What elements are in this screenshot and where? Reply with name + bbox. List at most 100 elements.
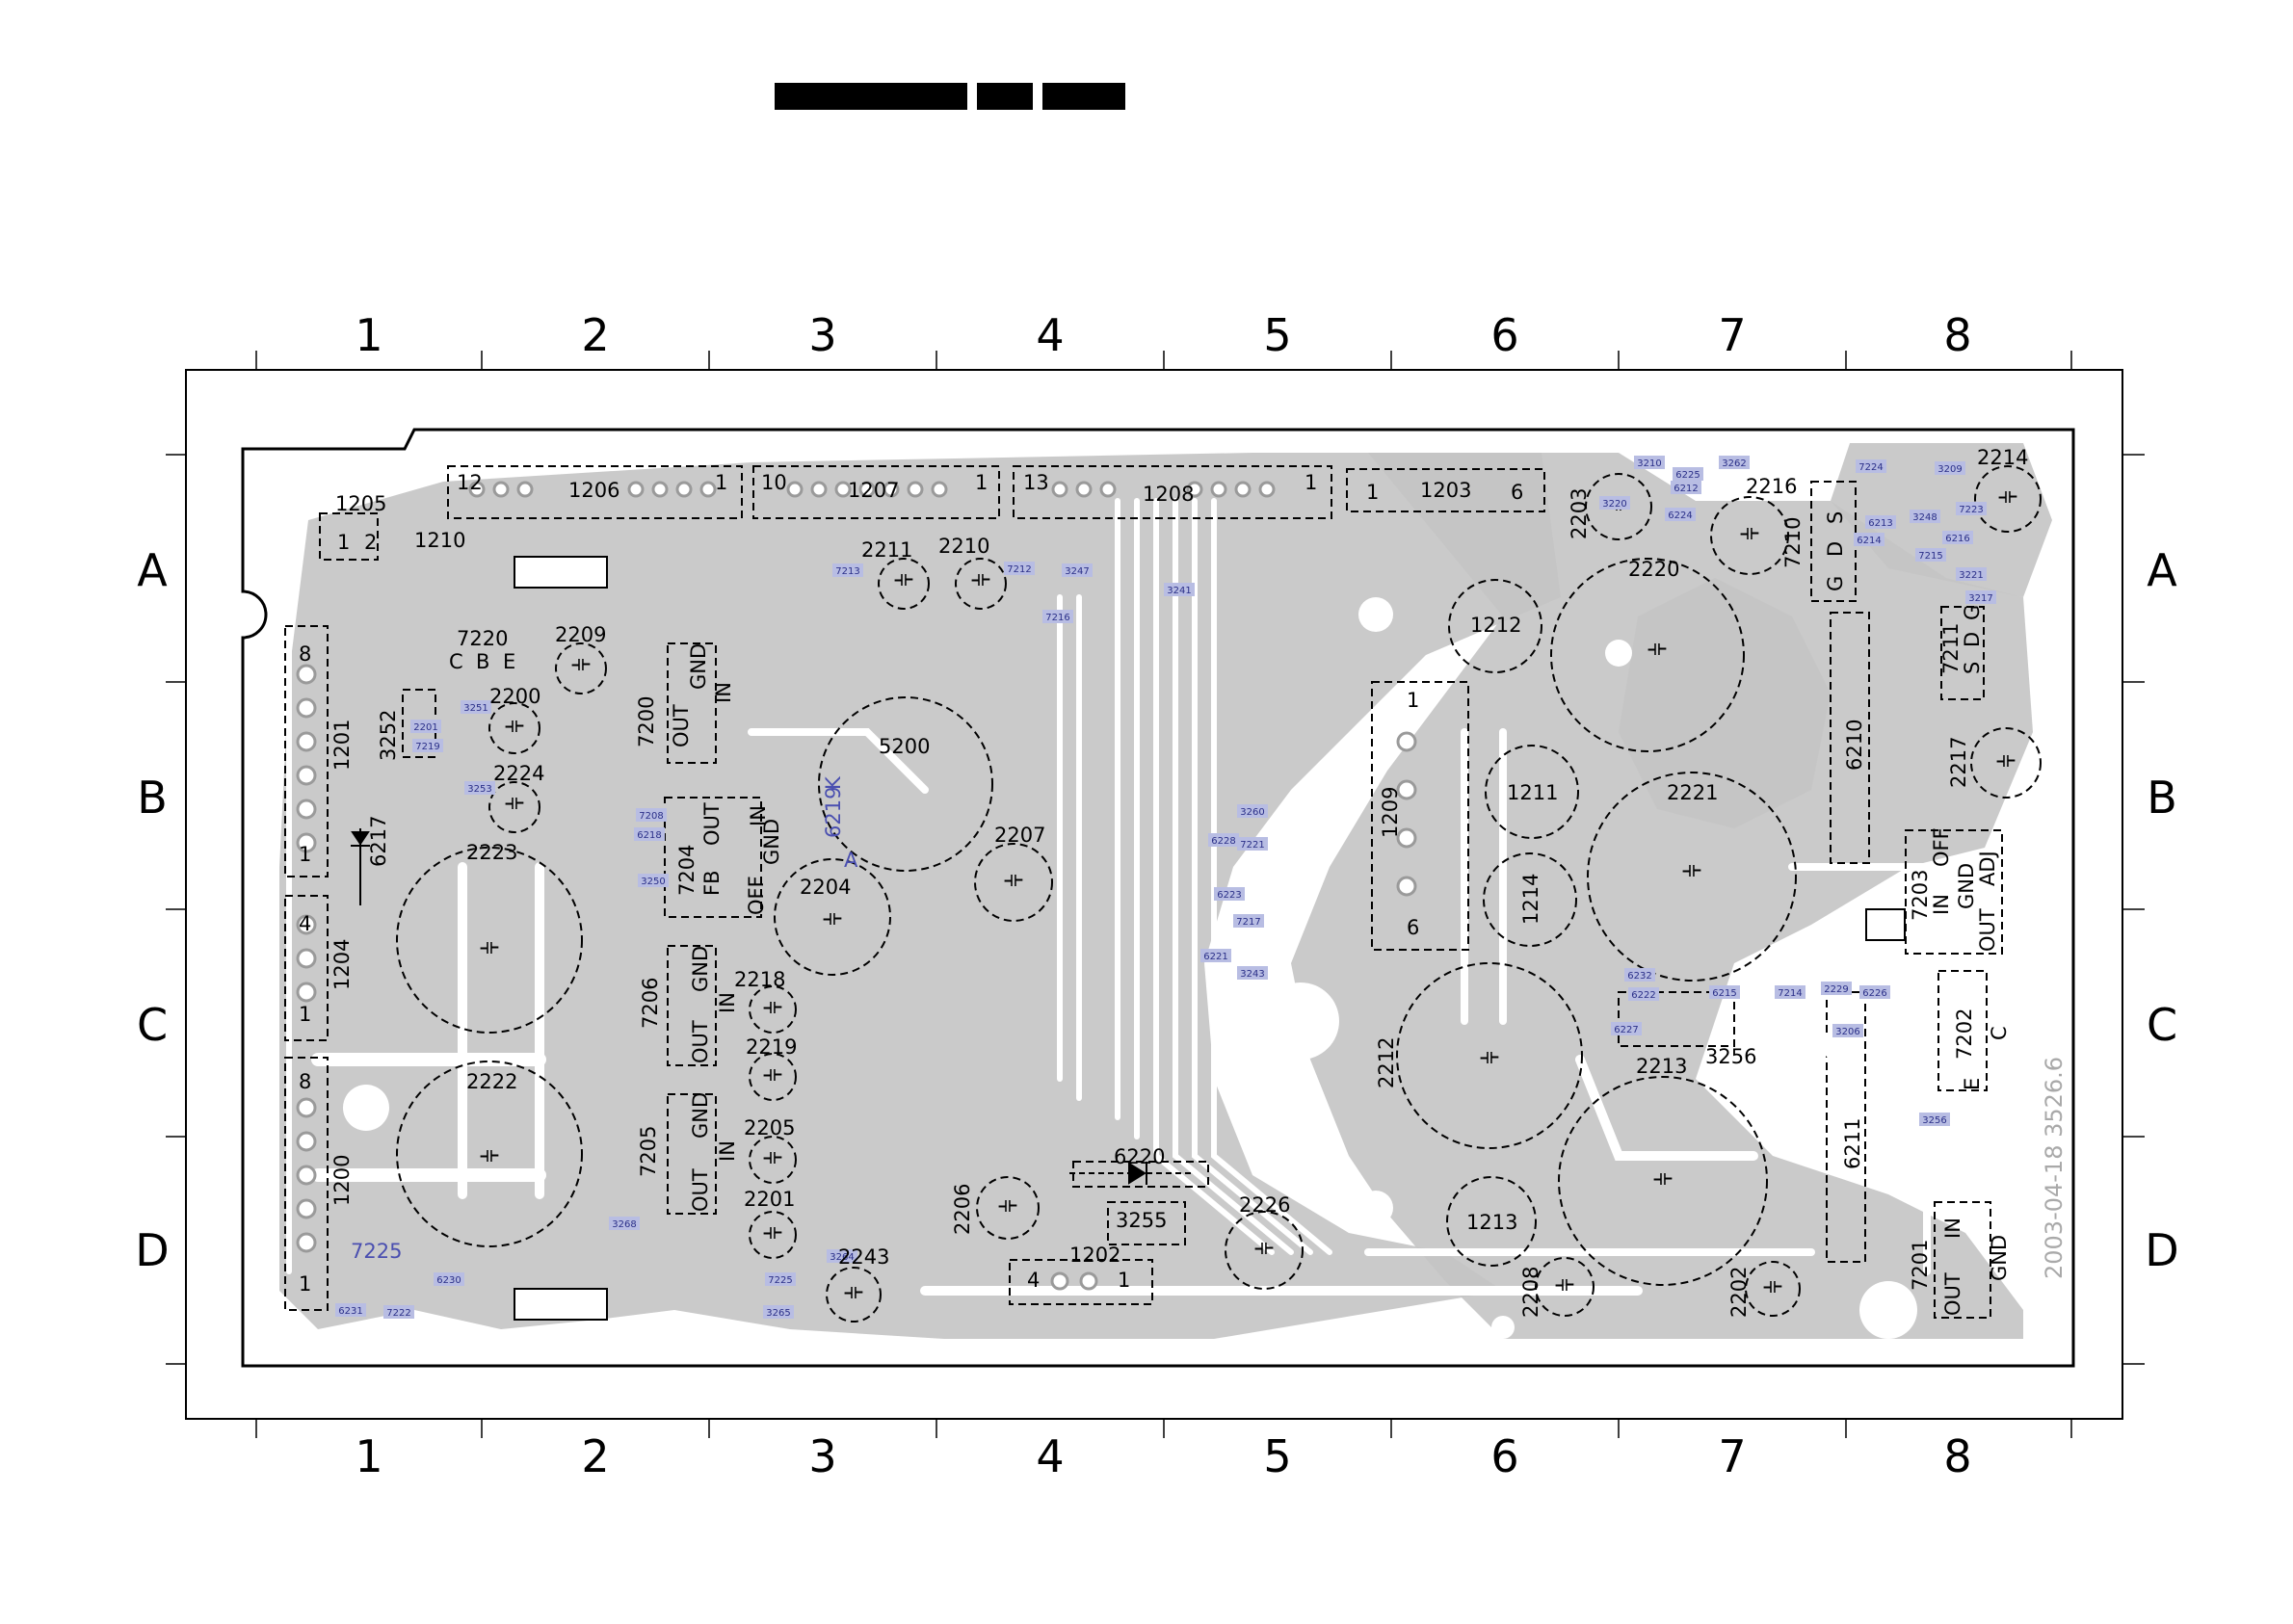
label-1202: 1202: [1069, 1244, 1120, 1267]
smd-part: 3220: [1599, 496, 1630, 510]
label-7211: 7211: [1939, 623, 1963, 674]
svg-text:6231: 6231: [338, 1306, 362, 1317]
svg-text:7222: 7222: [386, 1308, 410, 1319]
pin-label: 2: [364, 531, 377, 554]
label-7204: 7204: [675, 845, 698, 896]
capacitor-polarity-symbol: ⟛: [1647, 637, 1667, 661]
capacitor-polarity-symbol: ⟛: [844, 1280, 863, 1304]
svg-text:GND: GND: [689, 946, 712, 992]
label-6210: 6210: [1843, 720, 1866, 771]
smd-part: 6232: [1624, 968, 1655, 982]
smd-part: 3209: [1935, 461, 1965, 475]
capacitor-labels: 2220 2221 2223 2222 2212 2213 2204 2207 …: [466, 446, 2028, 1318]
svg-text:3209: 3209: [1937, 464, 1962, 475]
label-2208: 2208: [1519, 1267, 1542, 1318]
capacitor-polarity-symbol: ⟛: [1480, 1045, 1499, 1069]
column-label: 8: [1943, 309, 1971, 361]
capacitor-polarity-symbol: ⟛: [763, 1062, 782, 1087]
capacitor-polarity-symbol: ⟛: [505, 791, 524, 815]
pin-label: 1: [1305, 471, 1317, 494]
pin-label: 1: [1118, 1269, 1130, 1292]
label-7225: 7225: [351, 1240, 402, 1263]
label-6211: 6211: [1841, 1118, 1864, 1169]
smd-part: 7221: [1237, 837, 1268, 851]
svg-text:3260: 3260: [1240, 807, 1264, 818]
capacitor-symbols: ⟛⟛⟛⟛⟛⟛⟛⟛⟛⟛⟛⟛⟛⟛⟛⟛⟛⟛⟛⟛⟛⟛⟛⟛⟛⟛: [480, 485, 2017, 1304]
svg-text:GND: GND: [687, 643, 710, 690]
label-7210: 7210: [1781, 517, 1805, 568]
svg-text:GND: GND: [1988, 1235, 2011, 1281]
column-ticks-top: [255, 351, 2072, 1438]
svg-text:6213: 6213: [1868, 518, 1892, 529]
svg-text:7223: 7223: [1959, 505, 1983, 515]
svg-text:D: D: [1824, 541, 1847, 557]
capacitor-polarity-symbol: ⟛: [1004, 868, 1023, 892]
diode-symbols: [351, 828, 1195, 1185]
smd-part: 7216: [1042, 610, 1073, 623]
smd-part: 6222: [1628, 987, 1659, 1001]
svg-text:C: C: [1988, 1026, 2011, 1040]
label-7201: 7201: [1909, 1240, 1932, 1291]
capacitor-polarity-symbol: ⟛: [998, 1193, 1017, 1218]
svg-text:3210: 3210: [1637, 458, 1661, 469]
label-6220: 6220: [1114, 1145, 1165, 1168]
row-label: B: [137, 772, 168, 824]
svg-text:2229: 2229: [1824, 984, 1848, 995]
label-1206: 1206: [568, 479, 619, 502]
svg-text:OUT: OUT: [700, 802, 724, 846]
svg-text:IN: IN: [1930, 894, 1953, 915]
label-2210: 2210: [938, 535, 989, 558]
svg-text:2201: 2201: [413, 722, 437, 733]
svg-text:3217: 3217: [1968, 593, 1992, 604]
smd-part: 3221: [1956, 567, 1987, 581]
svg-text:7217: 7217: [1236, 917, 1260, 928]
capacitor-polarity-symbol: ⟛: [1254, 1236, 1274, 1260]
pin-label: 1: [715, 471, 727, 494]
smd-part: 3206: [1832, 1024, 1863, 1037]
smd-part: 7224: [1856, 459, 1886, 473]
pin-label: 4: [1027, 1269, 1040, 1292]
svg-text:IN: IN: [712, 682, 735, 703]
label-2205: 2205: [744, 1116, 795, 1139]
smd-part: 3268: [609, 1217, 640, 1230]
column-label: 3: [808, 309, 836, 361]
column-label: 1: [355, 1430, 382, 1482]
label-2211: 2211: [861, 538, 912, 562]
smd-part: 7219: [412, 739, 443, 752]
capacitor-polarity-symbol: ⟛: [763, 1220, 782, 1244]
svg-text:3221: 3221: [1959, 570, 1983, 581]
svg-text:6214: 6214: [1857, 536, 1881, 546]
svg-text:3241: 3241: [1167, 586, 1191, 596]
redaction-bar: [1042, 83, 1125, 110]
smd-part: 6223: [1214, 887, 1245, 901]
capacitor-polarity-symbol: ⟛: [480, 1143, 499, 1167]
pin-label: 1: [1407, 689, 1419, 712]
svg-text:3265: 3265: [766, 1308, 790, 1319]
pin-label: 1: [337, 531, 350, 554]
pin-label: 1: [975, 471, 988, 494]
smd-part: 7213: [832, 563, 863, 577]
label-5200: 5200: [879, 735, 930, 758]
svg-text:OUT: OUT: [1941, 1272, 1964, 1316]
row-label: C: [2147, 999, 2177, 1051]
row-label: C: [137, 999, 168, 1051]
svg-text:3220: 3220: [1602, 499, 1626, 510]
capacitor-polarity-symbol: ⟛: [971, 567, 990, 591]
svg-text:7208: 7208: [639, 811, 663, 822]
capacitor-polarity-symbol: ⟛: [1740, 521, 1759, 545]
smd-part: 3217: [1965, 590, 1996, 604]
smd-part: 6227: [1611, 1022, 1642, 1035]
column-label: 2: [581, 1430, 609, 1482]
svg-text:6228: 6228: [1211, 836, 1235, 847]
smd-part: 6228: [1208, 833, 1239, 847]
svg-text:3256: 3256: [1922, 1115, 1946, 1126]
label-1214: 1214: [1519, 874, 1542, 925]
label-6219: 6219: [822, 787, 845, 838]
row-label: A: [137, 544, 168, 596]
capacitor-polarity-symbol: ⟛: [480, 935, 499, 959]
label-7206: 7206: [639, 978, 662, 1029]
smd-part: 7215: [1915, 548, 1946, 562]
label-2204: 2204: [800, 876, 851, 899]
row-ticks: [166, 454, 2145, 1365]
